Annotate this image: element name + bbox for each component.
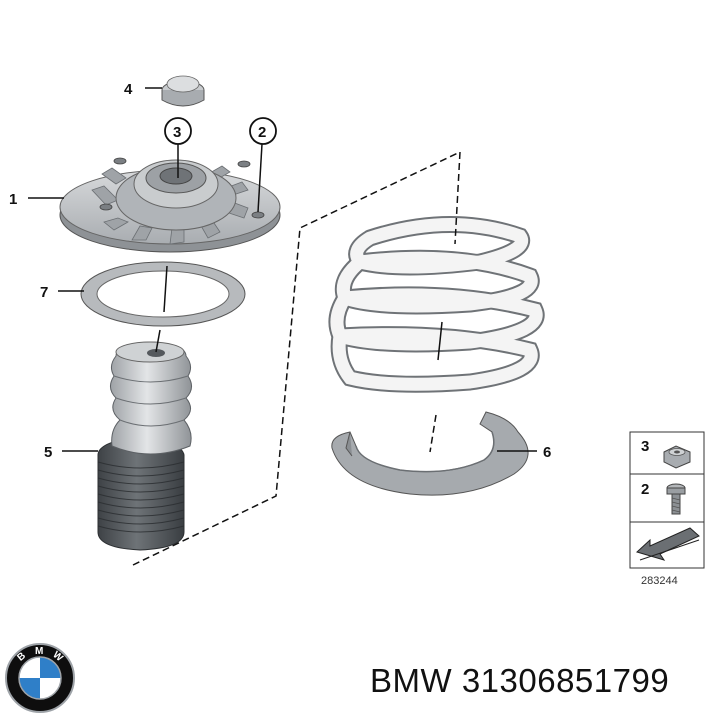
callout-3-circle: 3 (164, 117, 192, 145)
bolt-icon (666, 483, 686, 515)
callout-6: 6 (543, 444, 551, 461)
callout-7: 7 (40, 284, 48, 301)
nut-icon (663, 445, 691, 469)
callout-4: 4 (124, 81, 133, 98)
callout-1: 1 (9, 191, 17, 208)
spring-seat-part (331, 411, 529, 496)
washer-ring-part (80, 261, 246, 327)
leader-lines (28, 87, 537, 452)
callout-5: 5 (44, 444, 52, 461)
bump-stop-boot-part (97, 341, 192, 551)
part-number-caption: BMW 31306851799 (370, 662, 670, 699)
bmw-logo-letter-m: M (35, 646, 43, 657)
coil-spring-part (328, 215, 545, 393)
callout-2: 2 (258, 124, 266, 141)
callout-2-circle: 2 (249, 117, 277, 145)
cap-part (161, 75, 205, 107)
legend-item-3-label: 3 (641, 438, 649, 455)
assembly-dashed-line (132, 150, 461, 566)
legend-item-2-label: 2 (641, 481, 649, 498)
callout-3: 3 (173, 124, 181, 141)
drawing-number: 283244 (641, 575, 678, 587)
top-mount-part (59, 157, 281, 253)
assembly-dashed-line-2 (429, 414, 437, 453)
direction-arrow-icon (632, 524, 702, 566)
bmw-logo: B M W (5, 643, 75, 713)
fastener-legend: 3 2 (629, 431, 705, 569)
